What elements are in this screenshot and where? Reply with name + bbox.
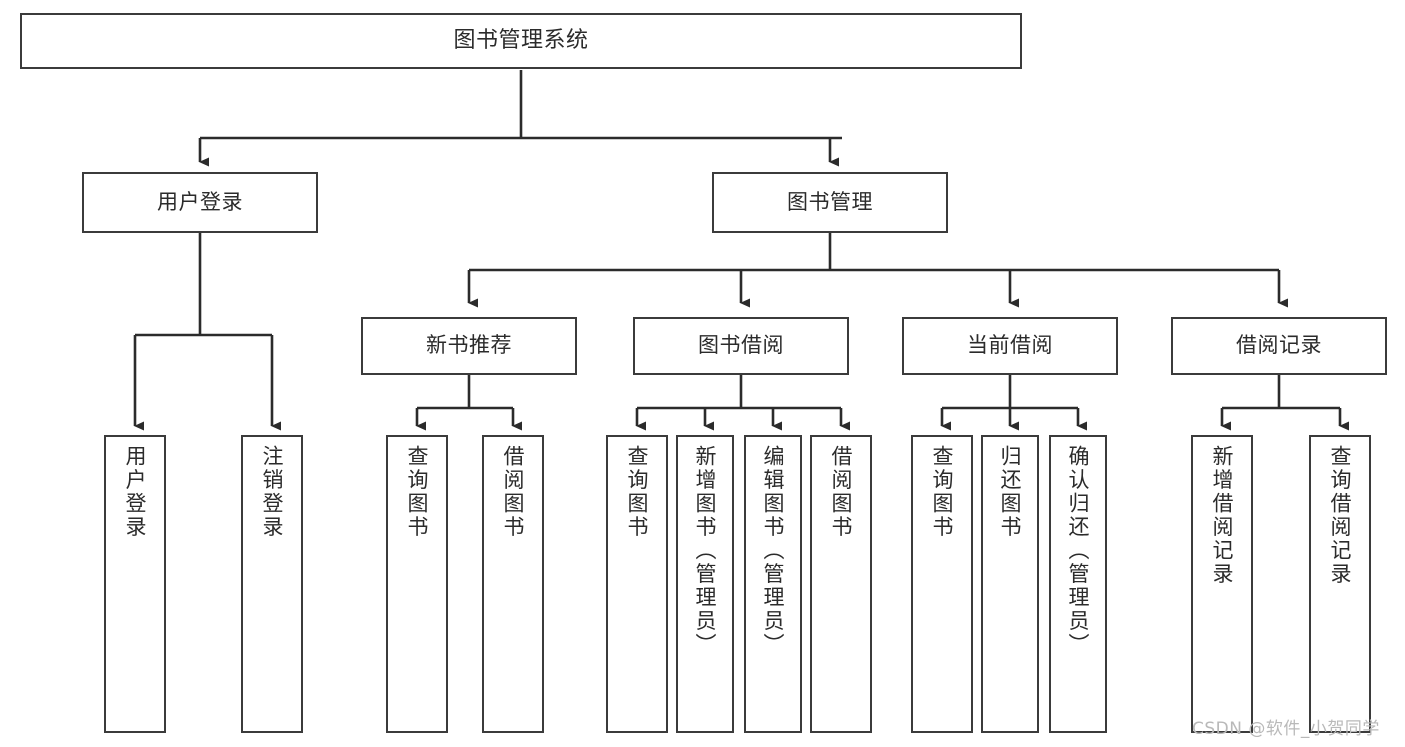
leaf-book-borrow-borrow[interactable]: 借阅图书 [810, 435, 872, 733]
csdn-watermark: CSDN @软件_小贺同学 [1192, 719, 1380, 739]
leaf-borrow-record-add[interactable]: 新增借阅记录 [1191, 435, 1253, 733]
node-user-login-label: 用户登录 [157, 189, 243, 214]
node-root[interactable]: 图书管理系统 [20, 13, 1022, 69]
leaf-book-borrow-query[interactable]: 查询图书 [606, 435, 668, 733]
node-book-borrow[interactable]: 图书借阅 [633, 317, 849, 375]
node-root-label: 图书管理系统 [453, 27, 589, 53]
node-current-borrow-label: 当前借阅 [967, 333, 1053, 358]
leaf-label: 查询图书 [405, 445, 430, 539]
leaf-book-borrow-edit[interactable]: 编辑图书（管理员） [744, 435, 802, 733]
leaf-new-book-query[interactable]: 查询图书 [386, 435, 448, 733]
leaf-label: 用户登录 [123, 445, 148, 539]
leaf-current-borrow-confirm[interactable]: 确认归还（管理员） [1049, 435, 1107, 733]
node-book-management-label: 图书管理 [787, 189, 873, 214]
node-book-borrow-label: 图书借阅 [698, 333, 784, 358]
leaf-label: 编辑图书（管理员） [761, 445, 786, 657]
leaf-current-borrow-query[interactable]: 查询图书 [911, 435, 973, 733]
node-borrow-record-label: 借阅记录 [1236, 333, 1322, 358]
leaf-current-borrow-return[interactable]: 归还图书 [981, 435, 1039, 733]
leaf-label: 查询图书 [625, 445, 650, 539]
leaf-label: 查询借阅记录 [1328, 445, 1353, 586]
node-user-login[interactable]: 用户登录 [82, 172, 318, 233]
leaf-user-login-login[interactable]: 用户登录 [104, 435, 166, 733]
node-current-borrow[interactable]: 当前借阅 [902, 317, 1118, 375]
leaf-label: 新增借阅记录 [1210, 445, 1235, 586]
leaf-new-book-borrow[interactable]: 借阅图书 [482, 435, 544, 733]
leaf-label: 归还图书 [998, 445, 1023, 539]
node-borrow-record[interactable]: 借阅记录 [1171, 317, 1387, 375]
node-new-book-recommend-label: 新书推荐 [426, 333, 512, 358]
leaf-label: 确认归还（管理员） [1066, 445, 1091, 657]
leaf-label: 查询图书 [930, 445, 955, 539]
leaf-label: 借阅图书 [829, 445, 854, 539]
leaf-borrow-record-query[interactable]: 查询借阅记录 [1309, 435, 1371, 733]
leaf-book-borrow-add[interactable]: 新增图书（管理员） [676, 435, 734, 733]
leaf-label: 注销登录 [260, 445, 285, 539]
leaf-user-login-logout[interactable]: 注销登录 [241, 435, 303, 733]
leaf-label: 新增图书（管理员） [693, 445, 718, 657]
leaf-label: 借阅图书 [501, 445, 526, 539]
node-new-book-recommend[interactable]: 新书推荐 [361, 317, 577, 375]
node-book-management[interactable]: 图书管理 [712, 172, 948, 233]
